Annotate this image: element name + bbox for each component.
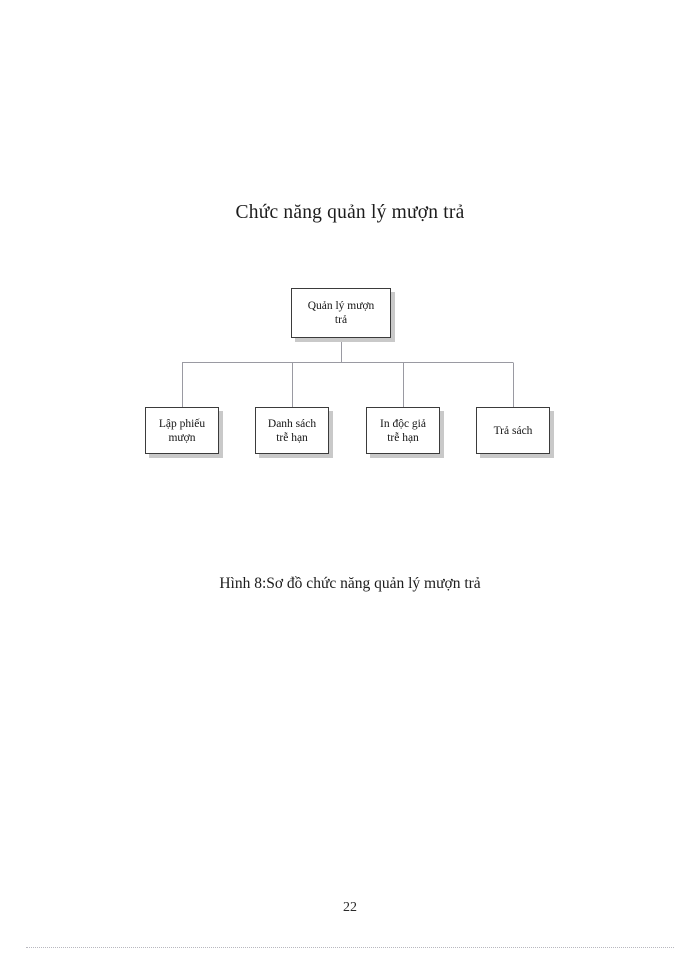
node-label: Trả sách	[493, 424, 533, 437]
node-label: Quản lý mượn trả	[307, 300, 375, 326]
page-number: 22	[343, 900, 357, 915]
node-label: In độc giả trễ hạn	[380, 417, 426, 444]
node-tra-sach[interactable]: Trả sách	[476, 407, 550, 454]
diagram-title: Chức năng quản lý mượn trả	[235, 202, 465, 223]
node-lap-phieu-muon[interactable]: Lập phiếu mượn	[145, 407, 219, 454]
page-bottom-rule	[26, 947, 674, 949]
node-label: Danh sách trễ hạn	[267, 417, 317, 444]
node-label: Lập phiếu mượn	[158, 417, 206, 444]
figure-caption: Hình 8:Sơ đồ chức năng quản lý mượn trả	[219, 575, 481, 592]
node-quan-ly-muon-tra[interactable]: Quản lý mượn trả	[291, 288, 391, 338]
node-danh-sach-tre-han[interactable]: Danh sách trễ hạn	[255, 407, 329, 454]
node-in-doc-gia-tre-han[interactable]: In độc giả trễ hạn	[366, 407, 440, 454]
